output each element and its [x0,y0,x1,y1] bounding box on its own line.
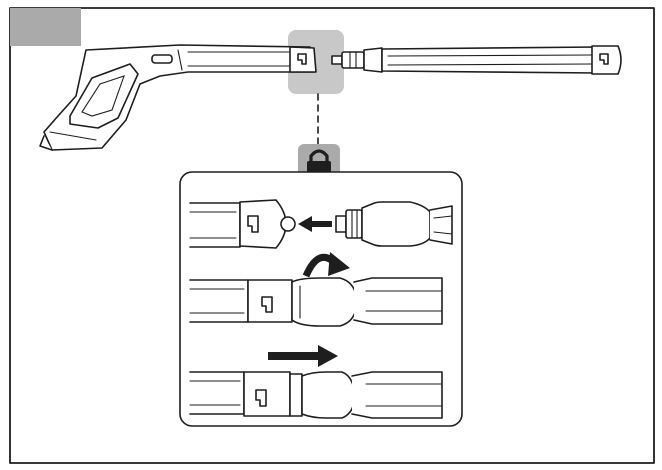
step-insert [189,199,453,249]
trigger-gun-icon [39,44,317,151]
figure-frame [9,7,655,464]
connection-highlight [288,30,344,94]
step-locked [189,345,443,419]
arrow-right-icon [268,345,338,367]
arrow-left-icon [298,216,332,232]
rotate-arrow-icon [302,252,350,278]
step-rotate [189,252,443,327]
step-badge [10,8,81,46]
extension-lance-icon [331,45,622,75]
